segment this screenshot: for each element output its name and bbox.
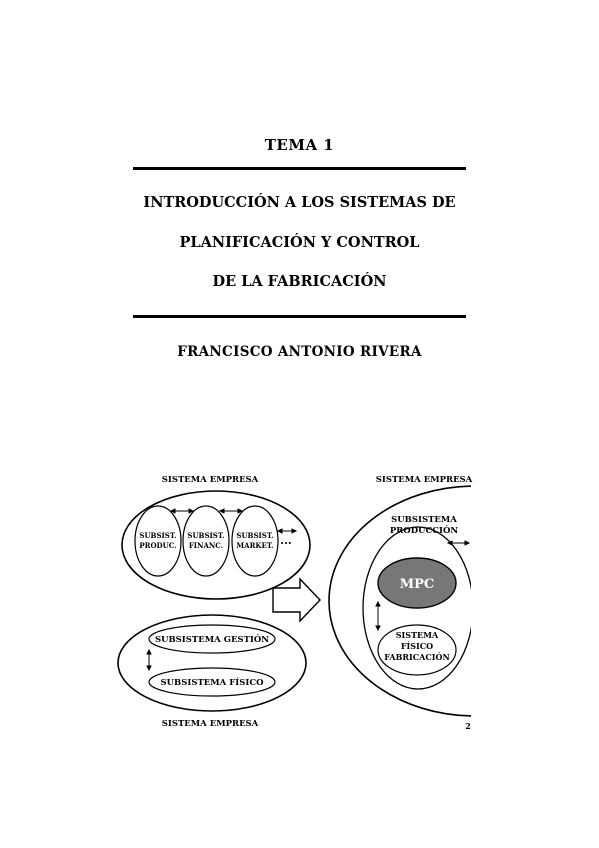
- left-top-system-label: SISTEMA EMPRESA: [162, 475, 259, 485]
- subsystem-finance-line1: SUBSIST.: [187, 531, 224, 540]
- production-subsystem-line1: SUBSISTEMA: [391, 515, 457, 525]
- double-arrow-icon: [446, 540, 471, 546]
- management-subsystem-label: SUBSISTEMA GESTIÓN: [155, 633, 269, 645]
- top-rule: [133, 167, 466, 170]
- subsystem-production-line1: SUBSIST.: [139, 531, 176, 540]
- right-system-ellipse: [328, 485, 471, 717]
- physical-subsystem-label: SUBSISTEMA FÍSICO: [160, 676, 264, 688]
- double-arrow-icon: [276, 528, 298, 534]
- more-subsystems-ellipsis: ...: [280, 534, 292, 547]
- physical-manufacturing-line3: FABRICACIÓN: [384, 652, 450, 662]
- mpc-label: MPC: [400, 577, 435, 592]
- subsystem-production-line2: PRODUC.: [139, 541, 176, 550]
- double-arrow-icon: [169, 508, 195, 514]
- title-line-3: DE LA FABRICACIÓN: [212, 273, 387, 290]
- left-bottom-system-ellipse: [117, 614, 307, 712]
- title-line-2: PLANIFICACIÓN Y CONTROL: [179, 234, 420, 251]
- right-system-label: SISTEMA EMPRESA: [376, 475, 473, 485]
- production-subsystem-ellipse: [362, 526, 471, 690]
- subsystem-production-ellipse: [134, 505, 182, 577]
- bottom-rule: [133, 315, 466, 318]
- management-subsystem-ellipse: [148, 624, 276, 654]
- physical-subsystem-ellipse: [148, 667, 276, 697]
- mpc-ellipse: [377, 557, 457, 609]
- left-top-system-ellipse: [121, 490, 311, 600]
- author-name: FRANCISCO ANTONIO RIVERA: [177, 344, 422, 360]
- subsystem-marketing-ellipse: [231, 505, 279, 577]
- subsystem-marketing-line1: SUBSIST.: [236, 531, 273, 540]
- subsystem-finance-line2: FINANC.: [189, 541, 223, 550]
- subsystem-finance-ellipse: [182, 505, 230, 577]
- left-bottom-system-label: SISTEMA EMPRESA: [162, 719, 259, 729]
- production-subsystem-line2: PRODUCCIÓN: [390, 524, 459, 536]
- transition-arrow-icon: [272, 577, 321, 623]
- double-arrow-icon: [218, 508, 244, 514]
- physical-manufacturing-ellipse: [377, 624, 457, 676]
- subsystem-marketing-line2: MARKET.: [236, 541, 273, 550]
- vertical-double-arrow-icon: [375, 600, 381, 632]
- page-number: 2: [465, 721, 471, 731]
- vertical-double-arrow-icon: [146, 648, 152, 672]
- physical-manufacturing-line2: FÍSICO: [401, 641, 433, 651]
- title-line-1: INTRODUCCIÓN A LOS SISTEMAS DE: [143, 194, 456, 211]
- physical-manufacturing-line1: SISTEMA: [396, 630, 439, 640]
- topic-heading: TEMA 1: [264, 136, 335, 154]
